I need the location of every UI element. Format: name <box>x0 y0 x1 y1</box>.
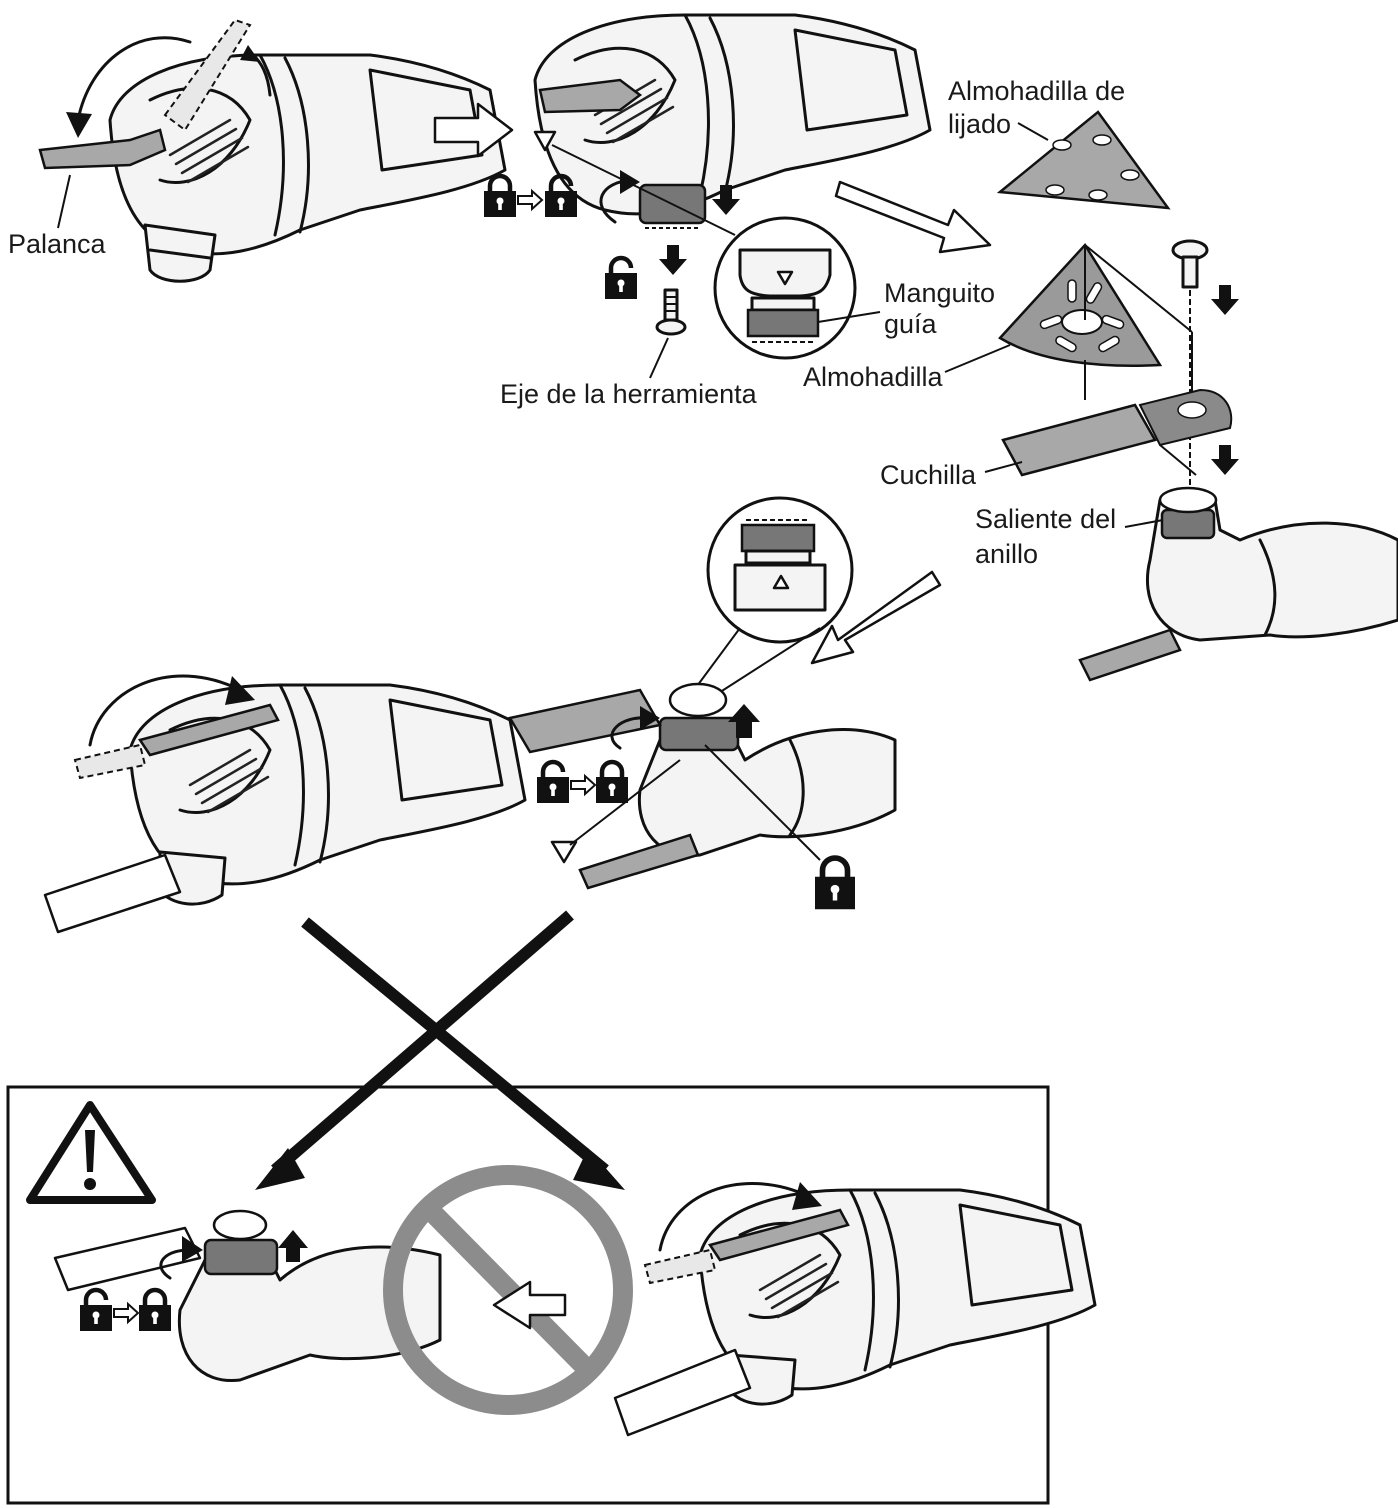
unlock-icon <box>545 176 577 217</box>
lock-icon <box>484 176 516 217</box>
unlock-icon <box>80 1290 112 1331</box>
warning-box <box>6 1085 1097 1505</box>
label-manguito-1: Manguito <box>884 278 995 308</box>
flow-arrow-3 <box>810 570 942 665</box>
step2-loosen-sleeve: Eje de la herramienta Manguito guía <box>484 13 995 409</box>
label-saliente-2: anillo <box>975 539 1038 569</box>
arrow-icon <box>570 775 596 795</box>
label-cuchilla: Cuchilla <box>880 460 977 490</box>
label-almohadilla-lijado-2: lijado <box>948 109 1011 139</box>
label-almohadilla-lijado-1: Almohadilla de <box>948 76 1125 106</box>
lock-icon <box>596 762 628 803</box>
label-saliente-1: Saliente del <box>975 504 1116 534</box>
lock-icon <box>139 1290 171 1331</box>
label-palanca: Palanca <box>8 229 107 259</box>
step1-tool-lever-open: Palanca <box>8 18 507 283</box>
flow-arrow-1 <box>433 102 514 158</box>
flow-arrow-2 <box>834 180 992 254</box>
step3-install-accessory: Almohadilla de lijado Almohadilla Cuchil… <box>803 76 1398 682</box>
arrow-icon <box>113 1303 139 1323</box>
label-eje: Eje de la herramienta <box>500 379 758 409</box>
label-manguito-2: guía <box>884 309 938 339</box>
label-almohadilla: Almohadilla <box>803 362 944 392</box>
step4-tighten-sleeve <box>508 496 897 909</box>
step5-close-lever <box>43 674 527 934</box>
unlock-icon <box>605 258 637 299</box>
prohibited-icon <box>383 1165 633 1415</box>
not-allowed-cross <box>255 910 625 1190</box>
warning-triangle-icon <box>26 1101 156 1204</box>
arrow-icon <box>517 190 543 210</box>
unlock-icon <box>537 762 569 803</box>
lock-icon <box>815 858 855 909</box>
